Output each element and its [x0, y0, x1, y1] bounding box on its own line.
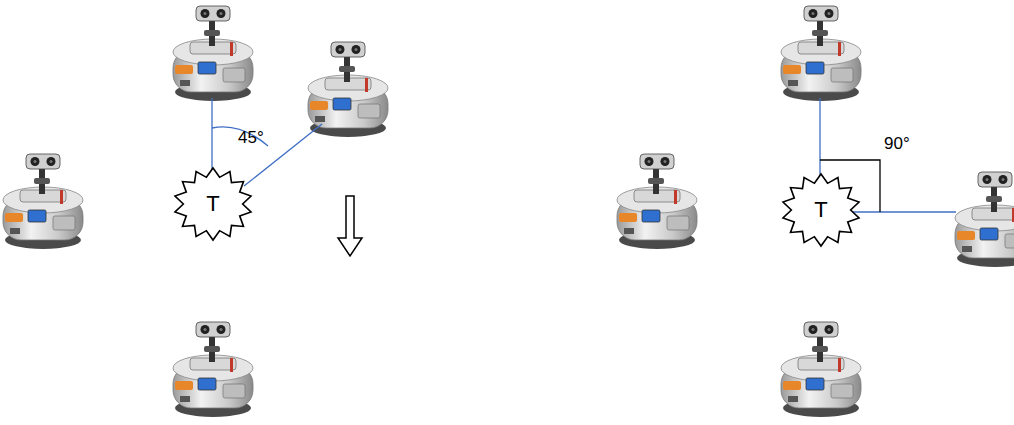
robot	[173, 6, 253, 101]
robot	[308, 42, 388, 137]
motion-arrow	[338, 196, 362, 256]
target-label: T	[814, 197, 827, 223]
angle-label: 90°	[884, 134, 910, 154]
robot	[781, 6, 861, 101]
target-label: T	[206, 191, 219, 217]
robot	[781, 322, 861, 417]
burst-shape	[175, 168, 251, 240]
robot	[617, 154, 697, 249]
target-burst: T	[782, 174, 860, 246]
robot	[173, 322, 253, 417]
robot	[3, 154, 83, 249]
bearing-line	[211, 98, 212, 172]
burst-shape	[783, 174, 859, 246]
angle-label: 45°	[238, 128, 264, 148]
robot	[955, 172, 1014, 267]
bearing-line	[819, 98, 820, 180]
target-burst: T	[174, 168, 252, 240]
bearing-line	[852, 211, 956, 212]
